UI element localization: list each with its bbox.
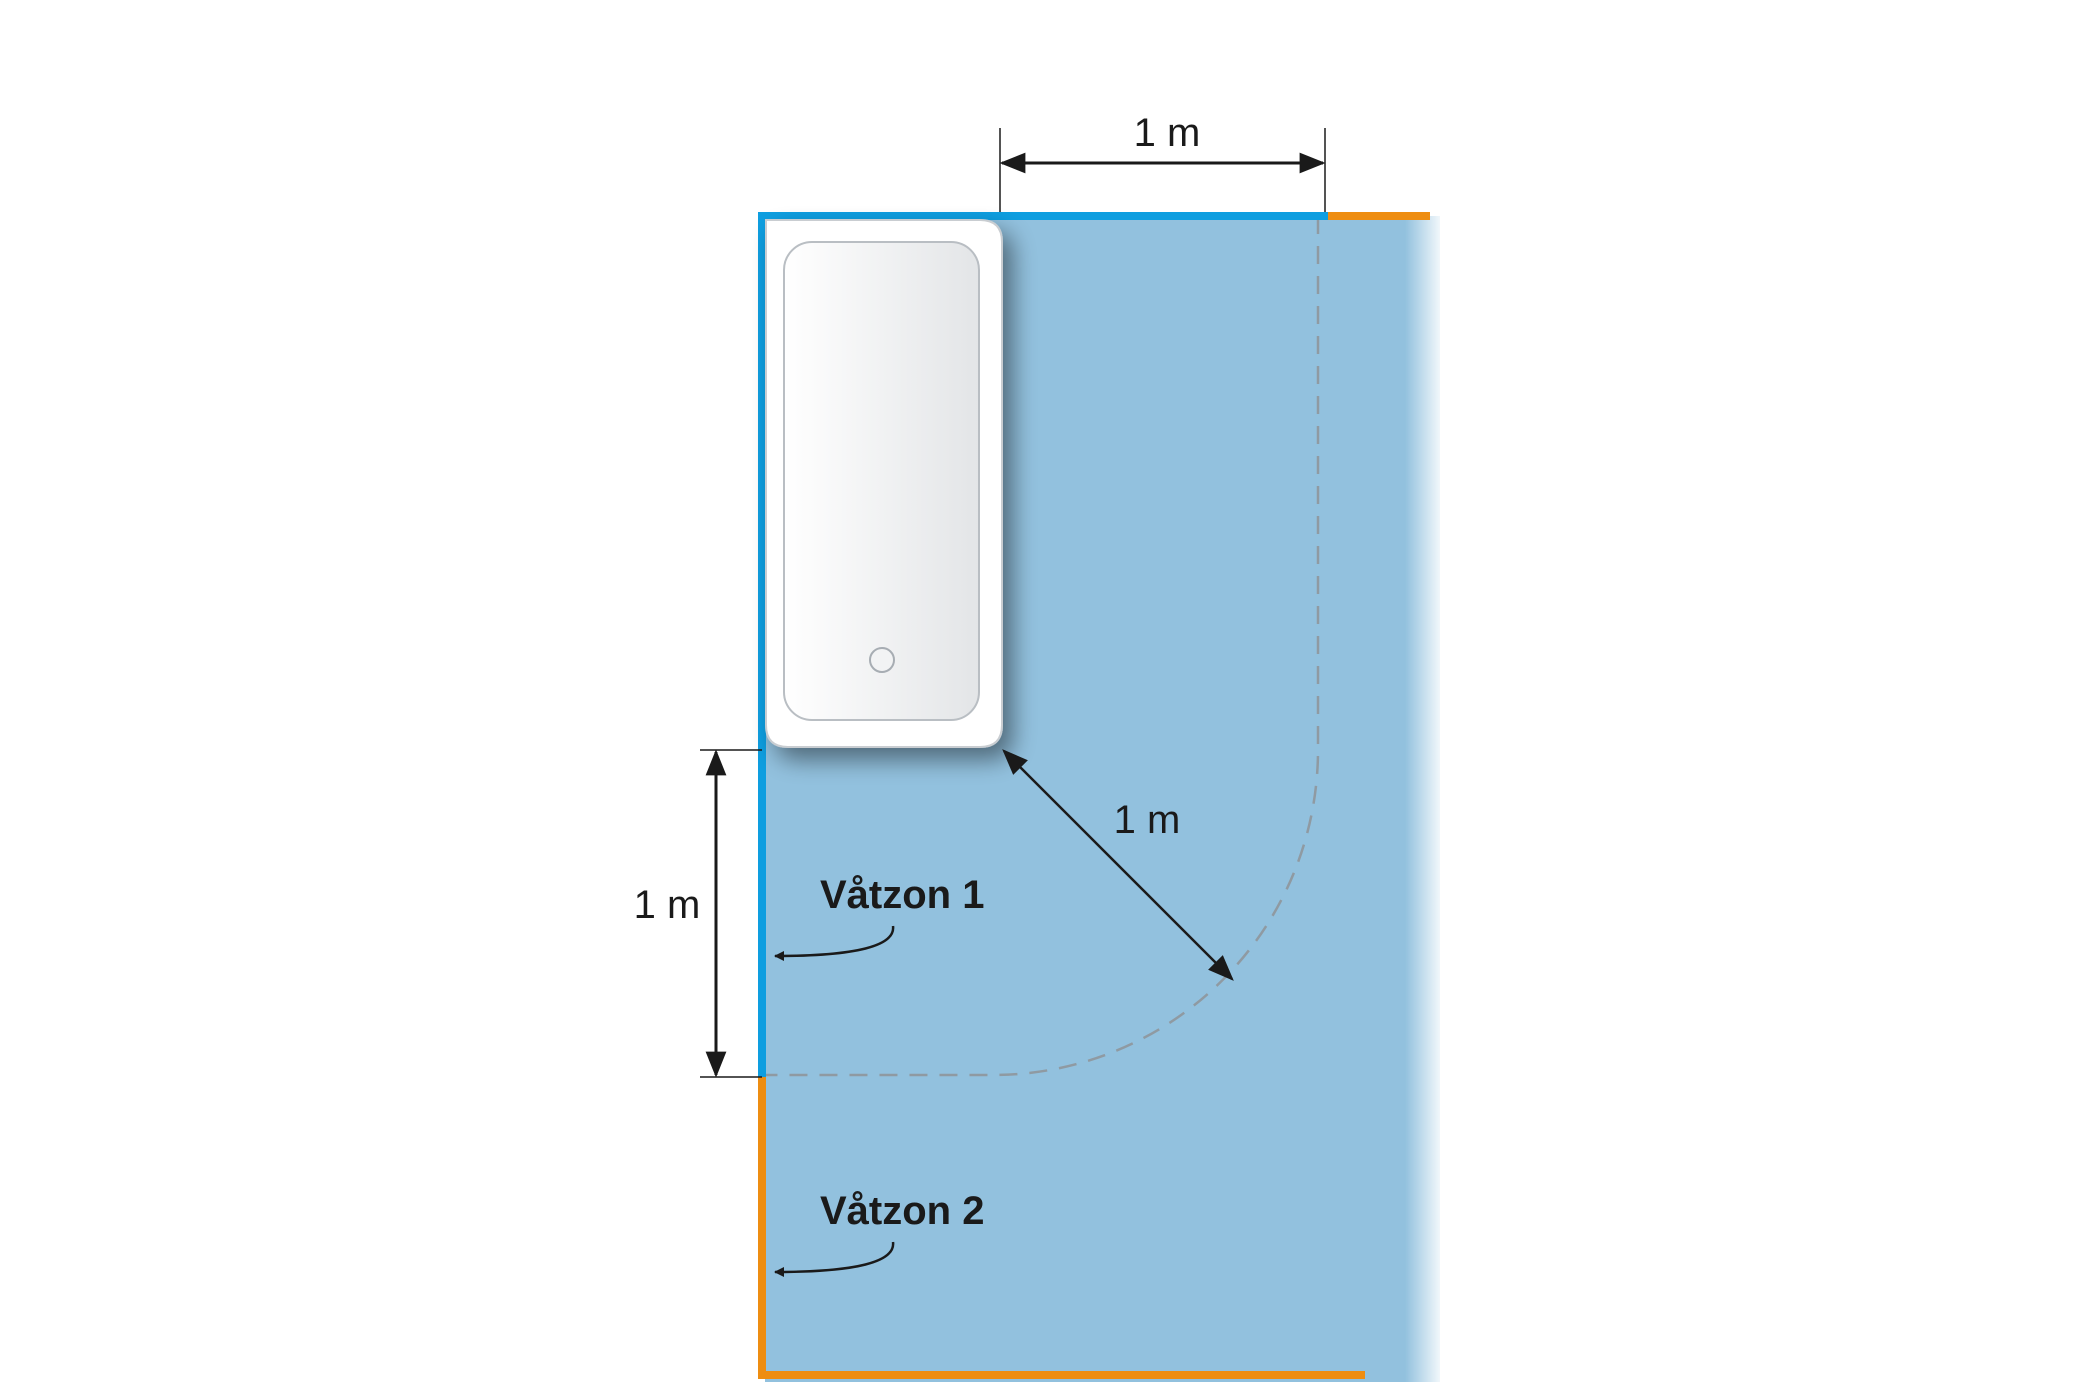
zone2-pointer-arrow [774,1241,895,1277]
dimension-diagonal-label: 1 m [1114,798,1181,842]
dimension-top-label: 1 m [1134,111,1201,155]
zone1-pointer-arrow [774,925,895,961]
bathtub-icon [765,219,1003,748]
zone2-label: Våtzon 2 [820,1189,984,1233]
dimension-left-label: 1 m [634,883,701,927]
floor-edge-fade [1405,210,1445,1390]
drain-icon [869,647,895,673]
zone1-label: Våtzon 1 [820,873,984,917]
dimension-left: 1 m [634,749,762,1078]
bathtub-basin [783,241,980,721]
dimension-top: 1 m [999,111,1326,212]
dimension-diagonal: 1 m [1002,749,1234,981]
